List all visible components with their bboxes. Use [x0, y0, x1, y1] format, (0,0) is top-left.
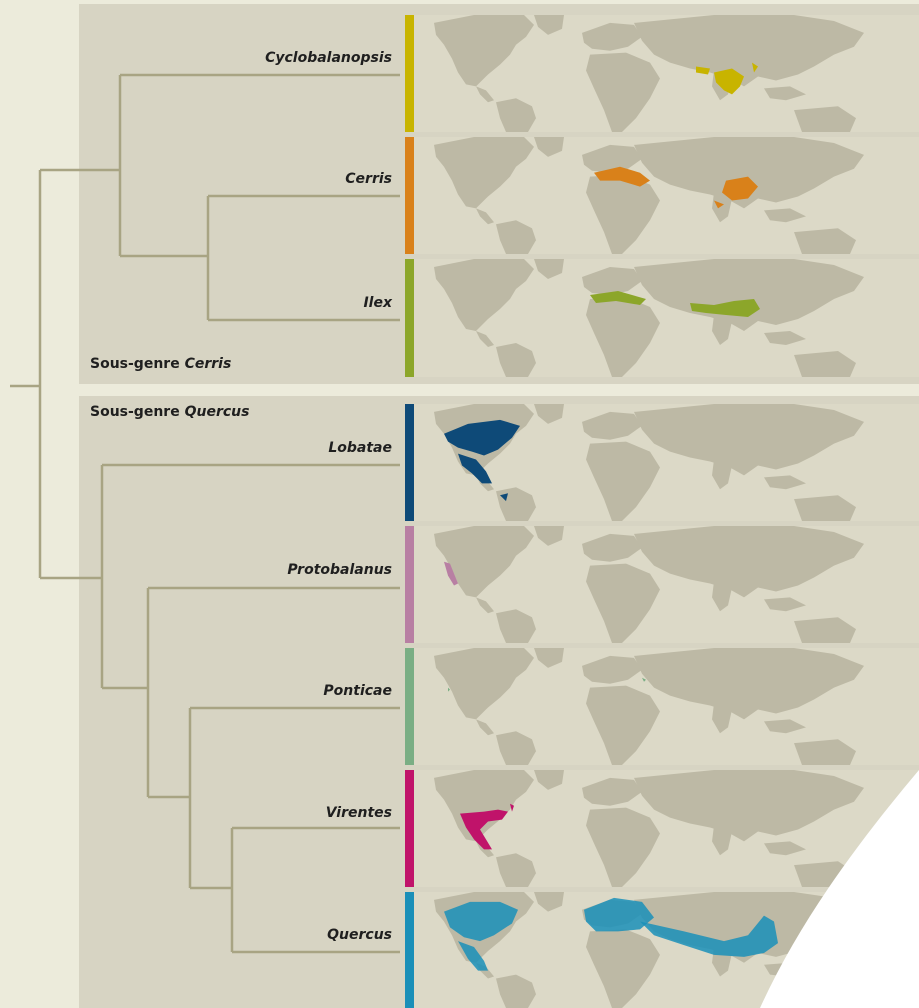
page-curl-shape — [760, 770, 919, 1008]
